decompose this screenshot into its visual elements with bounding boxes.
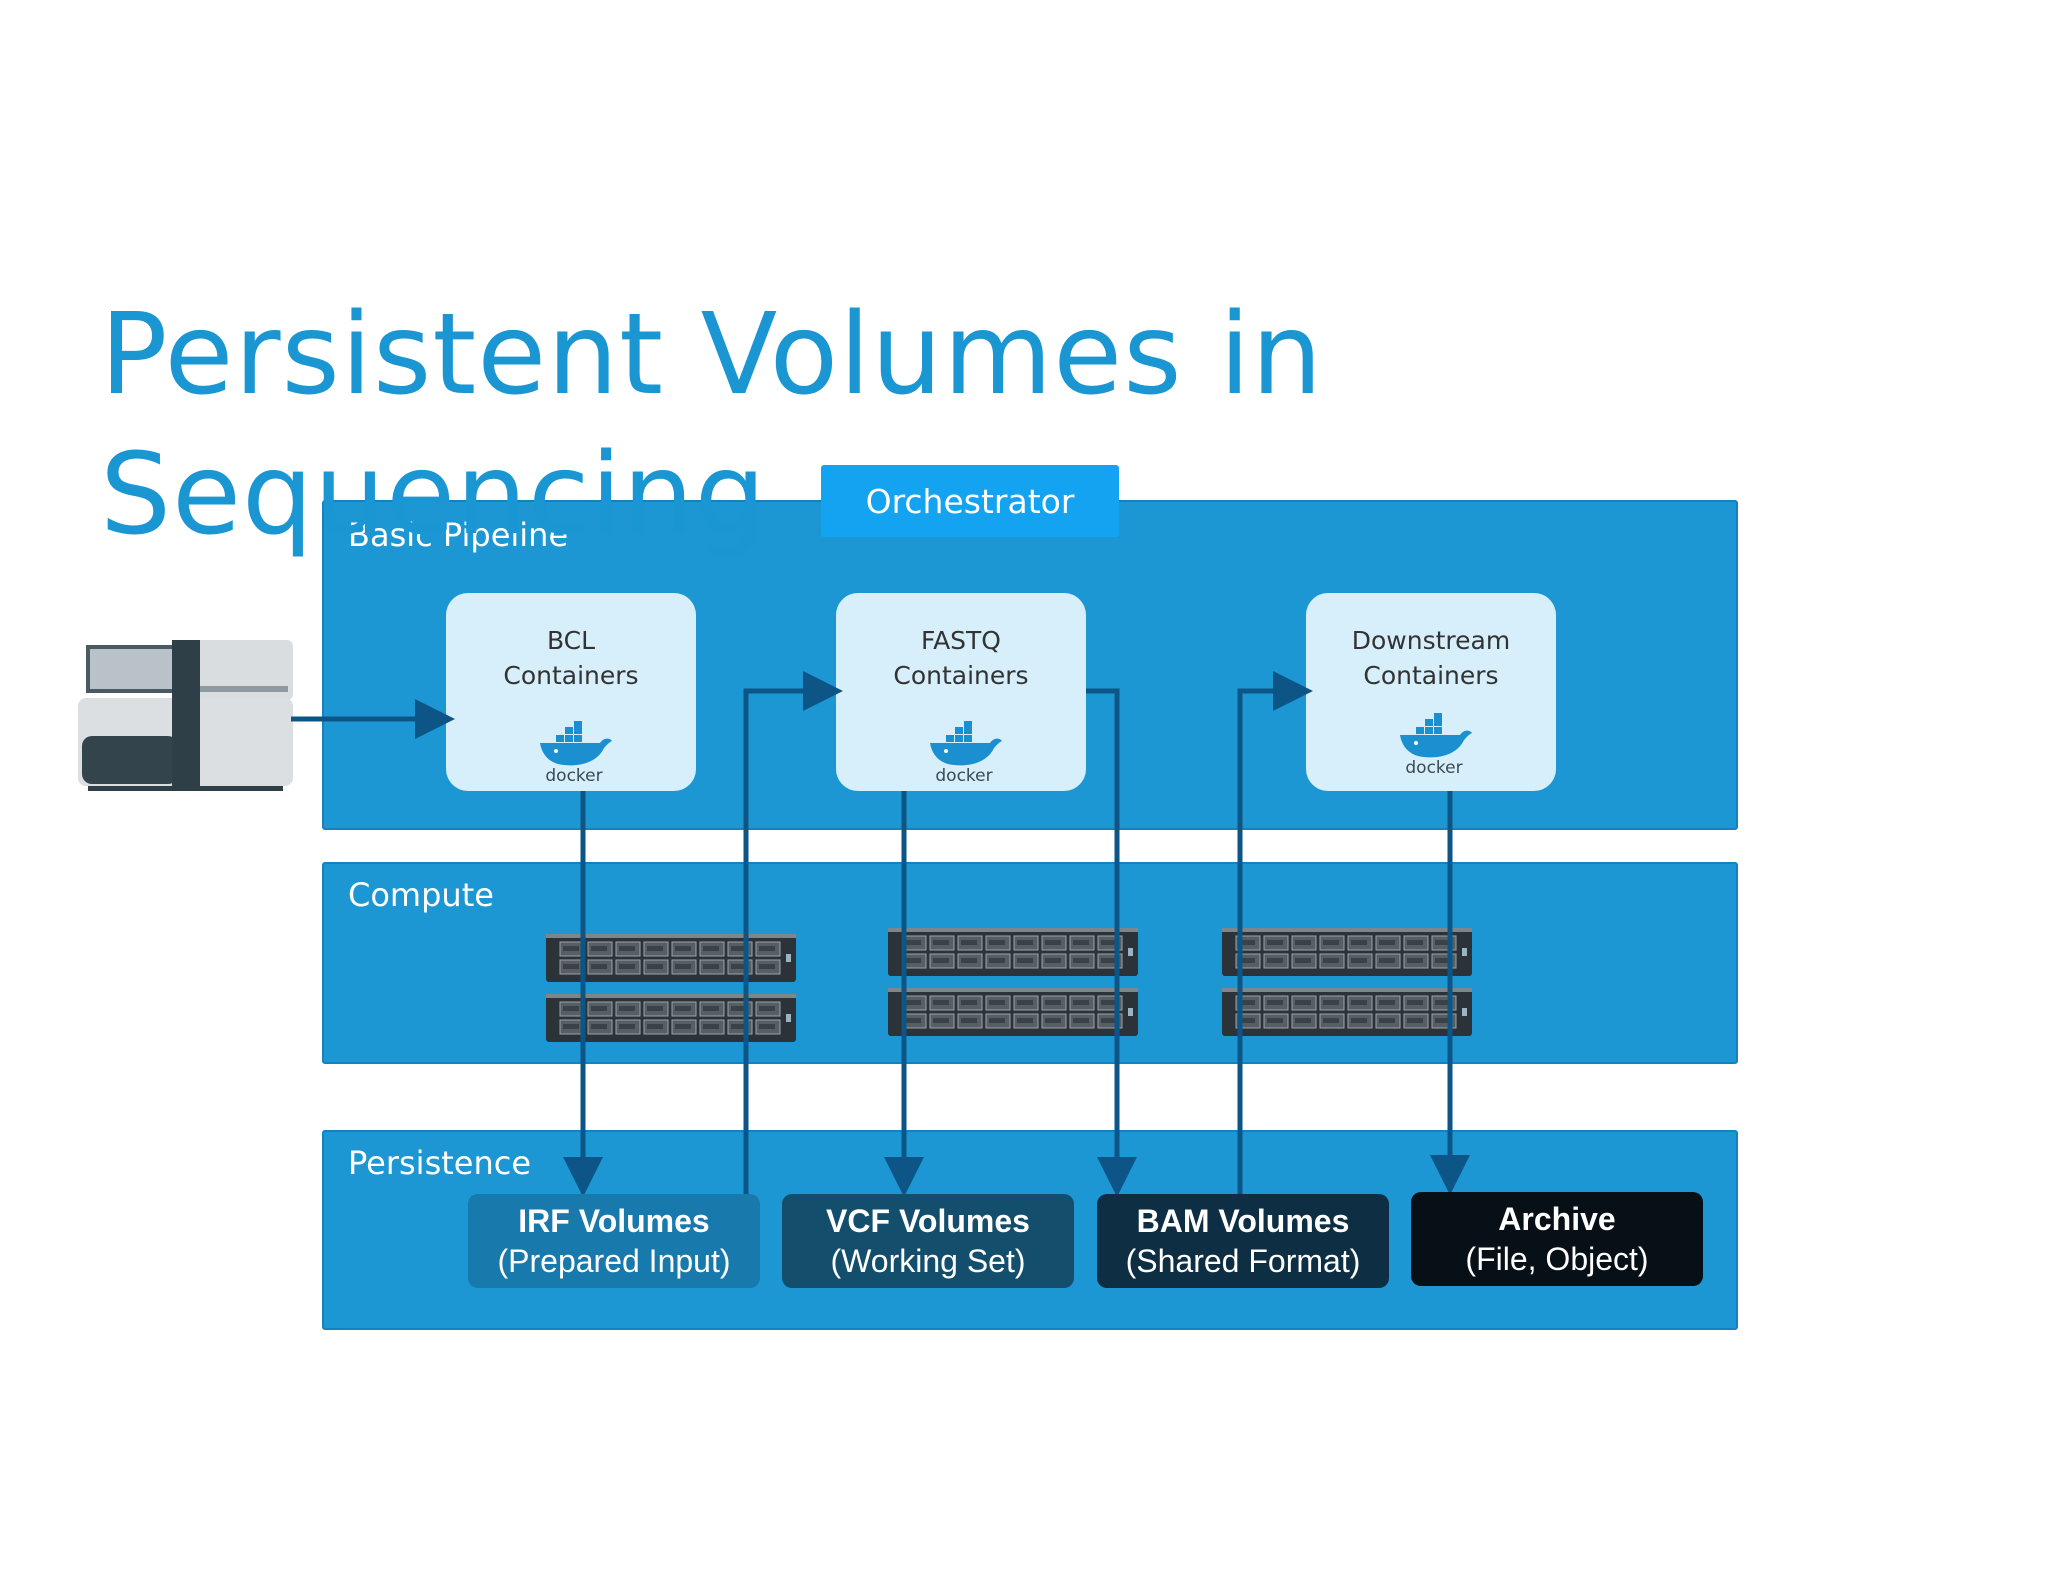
sequencer-machine-icon xyxy=(78,640,293,791)
vcf-volumes-subtitle: (Working Set) xyxy=(830,1243,1026,1279)
irf-volumes-box: IRF Volumes (Prepared Input) xyxy=(468,1194,760,1288)
rack-server-icon xyxy=(1222,928,1472,976)
rack-server-icon xyxy=(546,994,796,1042)
bam-volumes-box: BAM Volumes (Shared Format) xyxy=(1097,1194,1389,1288)
docker-wordmark: docker xyxy=(545,766,602,783)
irf-volumes-title: IRF Volumes xyxy=(518,1203,710,1239)
irf-volumes-subtitle: (Prepared Input) xyxy=(497,1243,731,1279)
docker-whale-icon: docker xyxy=(1400,713,1472,775)
basic-pipeline-label: Basic Pipeline xyxy=(348,516,569,554)
slide-title-line1: Persistent Volumes in xyxy=(100,290,1324,420)
bcl-containers-box: BCL Containers docker xyxy=(446,593,696,791)
docker-whale-icon: docker xyxy=(930,721,1002,783)
fastq-label: FASTQ xyxy=(920,626,1001,655)
bcl-label: BCL xyxy=(546,626,596,655)
compute-label: Compute xyxy=(348,876,494,914)
rack-server-icon xyxy=(1222,988,1472,1036)
vcf-volumes-title: VCF Volumes xyxy=(826,1203,1030,1239)
downstream-label: Downstream xyxy=(1351,626,1511,655)
orchestrator-box: Orchestrator xyxy=(821,465,1119,537)
archive-box: Archive (File, Object) xyxy=(1411,1192,1703,1286)
slide-title-line2: Sequencing xyxy=(100,430,767,560)
fastq-sublabel: Containers xyxy=(893,661,1029,690)
docker-wordmark: docker xyxy=(935,766,992,783)
rack-server-icon xyxy=(888,988,1138,1036)
downstream-sublabel: Containers xyxy=(1363,661,1499,690)
docker-whale-icon: docker xyxy=(540,721,612,783)
downstream-containers-box: Downstream Containers docker xyxy=(1306,593,1556,791)
orchestrator-label: Orchestrator xyxy=(865,481,1075,521)
fastq-containers-box: FASTQ Containers docker xyxy=(836,593,1086,791)
bam-volumes-subtitle: (Shared Format) xyxy=(1125,1243,1361,1279)
rack-server-icon xyxy=(546,934,796,982)
bcl-sublabel: Containers xyxy=(503,661,639,690)
persistence-label: Persistence xyxy=(348,1144,532,1182)
bam-volumes-title: BAM Volumes xyxy=(1136,1203,1350,1239)
archive-subtitle: (File, Object) xyxy=(1465,1241,1649,1277)
slide-title: Persistent Volumes in Sequencing xyxy=(100,285,1400,565)
rack-server-icon xyxy=(888,928,1138,976)
vcf-volumes-box: VCF Volumes (Working Set) xyxy=(782,1194,1074,1288)
archive-title: Archive xyxy=(1498,1201,1616,1237)
docker-wordmark: docker xyxy=(1405,758,1462,775)
